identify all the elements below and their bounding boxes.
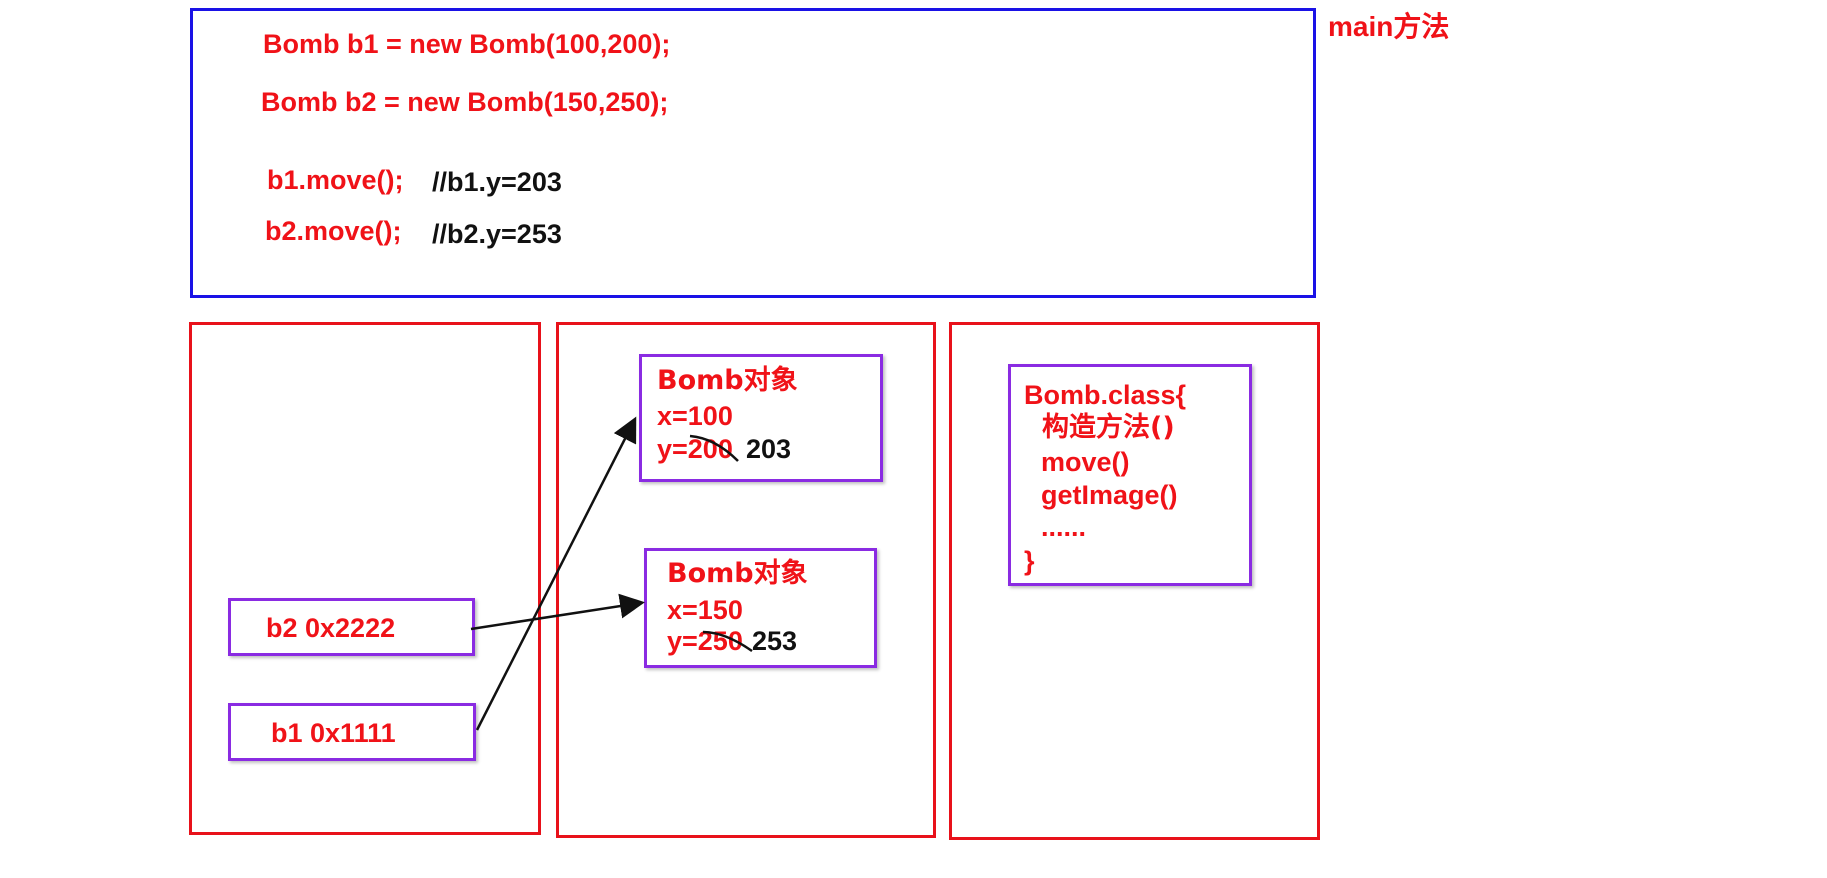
- class-line-3: move(): [1041, 447, 1130, 477]
- bomb-object-1-title: Bomb对象: [657, 365, 798, 396]
- b1-reference-arrow: [475, 416, 637, 731]
- bomb-object-1: [639, 354, 883, 482]
- class-line-1: Bomb.class{: [1024, 380, 1187, 410]
- stack-var-b1-label: b1 0x1111: [271, 718, 396, 748]
- bomb-object-1-x: x=100: [657, 401, 733, 431]
- main-method-box: [190, 8, 1316, 298]
- code-line-4: b2.move();: [265, 216, 402, 246]
- strike-y250: [702, 630, 753, 653]
- class-line-4: getImage(): [1041, 480, 1178, 510]
- code-line-2: Bomb b2 = new Bomb(150,250);: [261, 87, 669, 117]
- bomb-object-2-x: x=150: [667, 595, 743, 625]
- bomb-object-2-y-new: 253: [752, 626, 798, 656]
- stack-var-b2-label: b2 0x2222: [266, 613, 396, 643]
- strike-y200: [689, 434, 739, 462]
- stack-var-b1: [228, 703, 476, 761]
- class-line-2: 构造方法(): [1042, 412, 1175, 443]
- code-line-3: b1.move();: [267, 165, 404, 195]
- main-method-label: main方法: [1328, 11, 1450, 42]
- stack-var-b2: [228, 598, 475, 656]
- code-line-1: Bomb b1 = new Bomb(100,200);: [263, 29, 671, 59]
- bomb-object-1-y-new: 203: [746, 434, 792, 464]
- code-comment-3: //b1.y=203: [432, 167, 562, 197]
- bomb-class-box: [1008, 364, 1252, 586]
- code-comment-4: //b2.y=253: [432, 219, 562, 249]
- bomb-object-2-title: Bomb对象: [667, 558, 808, 589]
- bomb-object-1-y-old: y=200: [657, 434, 733, 464]
- class-line-6: }: [1024, 546, 1035, 576]
- b2-reference-arrow: [470, 593, 645, 631]
- class-line-5: ......: [1041, 512, 1087, 542]
- bomb-object-2: [644, 548, 877, 668]
